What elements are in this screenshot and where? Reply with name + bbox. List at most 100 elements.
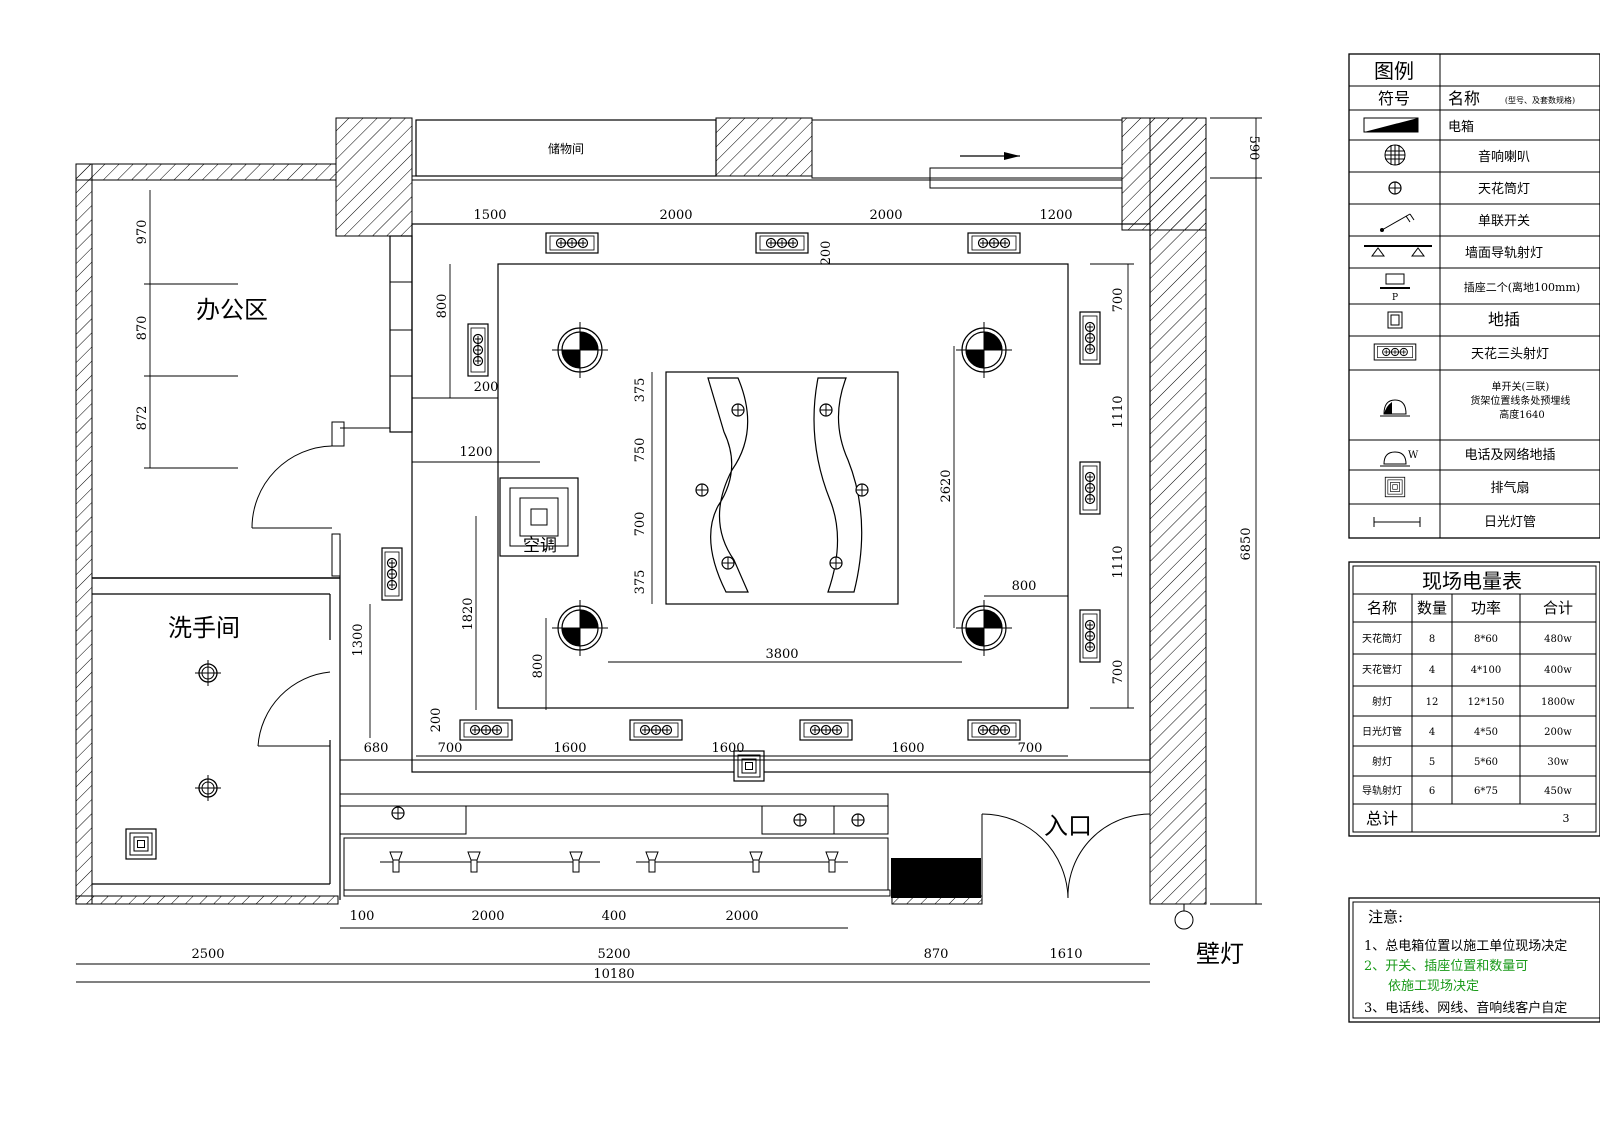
legend-item-9-line1: 单开关(三联) <box>1492 380 1550 393</box>
triple-spotlight-icon <box>545 232 599 254</box>
dim-office-3: 872 <box>135 406 150 431</box>
power-cell: 4*50 <box>1474 727 1498 738</box>
wall-lamp-icon <box>1174 904 1194 930</box>
distribution-box-icon <box>1363 117 1419 133</box>
power-cell: 200w <box>1544 727 1572 738</box>
storage-room <box>415 119 717 177</box>
dim-office-2: 870 <box>135 316 150 341</box>
doors <box>251 445 1151 899</box>
dim-200-b: 200 <box>474 380 499 395</box>
triple-spotlight-icon <box>1079 609 1101 663</box>
power-cell: 30w <box>1547 757 1569 768</box>
legend-item-9-line2: 货架位置线条处预埋线 <box>1470 394 1570 407</box>
power-cell: 4*100 <box>1471 665 1501 676</box>
dim-top-1: 1500 <box>473 208 506 223</box>
dim-b1-3: 1600 <box>553 741 586 756</box>
legend-item-12: 日光灯管 <box>1484 515 1536 530</box>
notes-line1: 1、总电箱位置以施工单位现场决定 <box>1364 938 1567 954</box>
triple-spotlight-icon <box>459 719 513 741</box>
power-col-qty: 数量 <box>1417 599 1447 617</box>
dim-1820: 1820 <box>461 597 476 630</box>
speaker-icon <box>551 599 609 657</box>
floor-socket-icon <box>1387 311 1403 329</box>
dim-b3-3: 870 <box>924 947 949 962</box>
dim-2620: 2620 <box>939 469 954 502</box>
legend-item-9: 单开关(三联) 货架位置线条处预埋线 高度1640 <box>1470 380 1573 421</box>
triple-spotlight-icon <box>967 232 1021 254</box>
dim-b3-1: 2500 <box>191 947 224 962</box>
speaker-grid-icon <box>1384 144 1406 166</box>
wall-track-light-icon <box>1364 245 1432 257</box>
triple-spotlights <box>381 232 1101 741</box>
dimension-lines <box>76 117 1262 983</box>
dim-3800: 3800 <box>765 647 798 662</box>
power-cell: 射灯 <box>1372 696 1392 708</box>
dim-b2-2: 2000 <box>471 909 504 924</box>
counters <box>339 759 1150 897</box>
dim-6850: 6850 <box>1239 527 1254 560</box>
dim-right-1110-a: 1110 <box>1111 395 1126 428</box>
triple-spotlight-icon <box>967 719 1021 741</box>
legend-item-8: 天花三头射灯 <box>1471 346 1549 362</box>
dim-375-a: 375 <box>633 378 648 403</box>
power-cell: 1800w <box>1541 697 1575 708</box>
legend-item-1: 电箱 <box>1448 119 1474 135</box>
ceiling-tube-light-icon <box>194 774 222 802</box>
power-cell: 天花筒灯 <box>1362 632 1402 645</box>
dim-800-a: 800 <box>435 294 450 319</box>
speaker-icon <box>955 321 1013 379</box>
power-cell: 6*75 <box>1474 786 1498 797</box>
notes-line2b: 依施工现场决定 <box>1388 979 1479 994</box>
power-cell: 12*150 <box>1468 697 1505 708</box>
power-cell: 8*60 <box>1474 634 1498 645</box>
dim-375-b: 375 <box>633 570 648 595</box>
power-table-title: 现场电量表 <box>1422 569 1522 593</box>
power-cell: 8 <box>1429 634 1435 645</box>
speaker-icon <box>955 599 1013 657</box>
ac-label: 空调 <box>523 536 557 556</box>
dim-total: 10180 <box>593 967 634 982</box>
dim-top-4: 1200 <box>1039 208 1072 223</box>
power-cell: 5 <box>1429 757 1435 768</box>
exhaust-fan-icon <box>1384 476 1406 498</box>
legend-col-name: 名称 <box>1448 89 1480 108</box>
power-total-label: 总计 <box>1366 809 1398 828</box>
power-cell: 400w <box>1544 665 1572 676</box>
triple-spotlight-icon <box>467 323 489 377</box>
dim-1300: 1300 <box>351 623 366 656</box>
dim-top-3: 2000 <box>869 208 902 223</box>
dim-office-1: 970 <box>135 220 150 245</box>
speaker-icon <box>551 321 609 379</box>
power-cell: 射灯 <box>1372 756 1392 768</box>
storage-label: 储物间 <box>548 141 584 156</box>
legend-item-6: 插座二个(离地100mm) <box>1464 280 1580 294</box>
triple-spotlight-icon <box>1079 311 1101 365</box>
wall-lamp-label: 壁灯 <box>1196 940 1244 968</box>
notes-line2: 2、开关、插座位置和数量可 <box>1364 959 1528 974</box>
triple-spotlight-icon <box>381 547 403 601</box>
dim-590: 590 <box>1246 136 1261 161</box>
legend-item-10: 电话及网络地插 <box>1464 447 1555 463</box>
washroom-label: 洗手间 <box>168 614 240 642</box>
entrance-label: 入口 <box>1044 812 1092 840</box>
svg-text:P: P <box>1392 293 1398 303</box>
dim-b1-1: 680 <box>364 741 389 756</box>
dim-right-700-a: 700 <box>1111 288 1126 313</box>
dim-top-2: 2000 <box>659 208 692 223</box>
ceiling-outline <box>497 263 1069 709</box>
power-cell: 450w <box>1544 786 1572 797</box>
triple-spotlight-icon <box>799 719 853 741</box>
triple-spotlight-icon <box>1373 343 1417 361</box>
ceiling-tube-light-icon <box>194 659 222 687</box>
power-cell: 12 <box>1426 697 1439 708</box>
legend-item-4: 单联开关 <box>1478 214 1530 229</box>
legend-item-3: 天花筒灯 <box>1478 181 1530 197</box>
dim-right-1110-b: 1110 <box>1111 545 1126 578</box>
legend-col-symbol: 符号 <box>1378 89 1410 108</box>
dim-750: 750 <box>633 438 648 463</box>
legend-item-11: 排气扇 <box>1490 480 1529 496</box>
power-col-total: 合计 <box>1543 599 1573 617</box>
legend-col-name-note: (型号、及套数规格) <box>1505 95 1575 105</box>
triple-spotlight-icon <box>629 719 683 741</box>
dim-700: 700 <box>633 512 648 537</box>
